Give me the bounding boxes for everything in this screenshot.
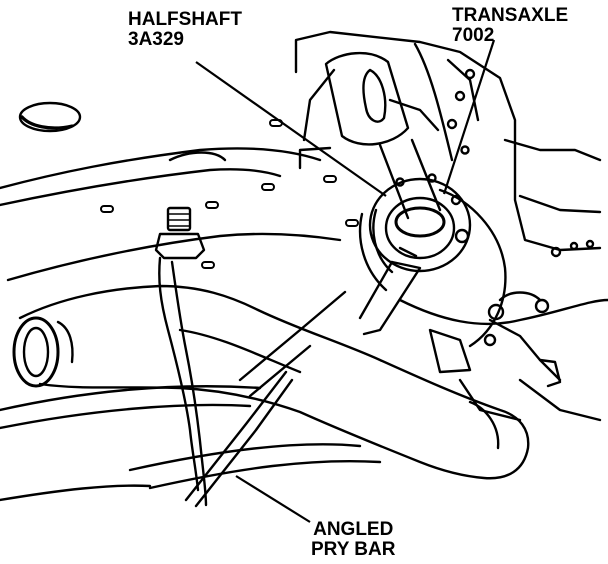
transaxle-housing (294, 30, 608, 422)
pry-bar-callout: ANGLED PRY BAR (311, 520, 395, 560)
access-hole (18, 101, 82, 133)
pry-bar-label-line2: PRY BAR (311, 539, 396, 560)
halfshaft (302, 51, 446, 238)
transaxle-part-number: 7002 (452, 25, 495, 46)
subframe-outline (0, 146, 382, 502)
transaxle-callout: TRANSAXLE 7002 (452, 6, 568, 46)
pry-bar-leader (235, 475, 311, 523)
transaxle-leader (442, 39, 496, 195)
leader-lines (195, 39, 496, 523)
halfshaft-part-number: 3A329 (128, 29, 184, 50)
halfshaft-label: HALFSHAFT (128, 9, 242, 30)
lower-control-arm (12, 284, 530, 480)
ball-joint-nut (154, 206, 208, 507)
halfshaft-callout: HALFSHAFT 3A329 (128, 10, 242, 50)
pry-bar-label-line1: ANGLED (313, 519, 394, 540)
transaxle-label: TRANSAXLE (452, 5, 569, 26)
halfshaft-leader (195, 61, 387, 197)
panel-slots (100, 119, 359, 269)
transaxle-seal-flange (358, 173, 472, 292)
angled-pry-bar (184, 246, 422, 508)
